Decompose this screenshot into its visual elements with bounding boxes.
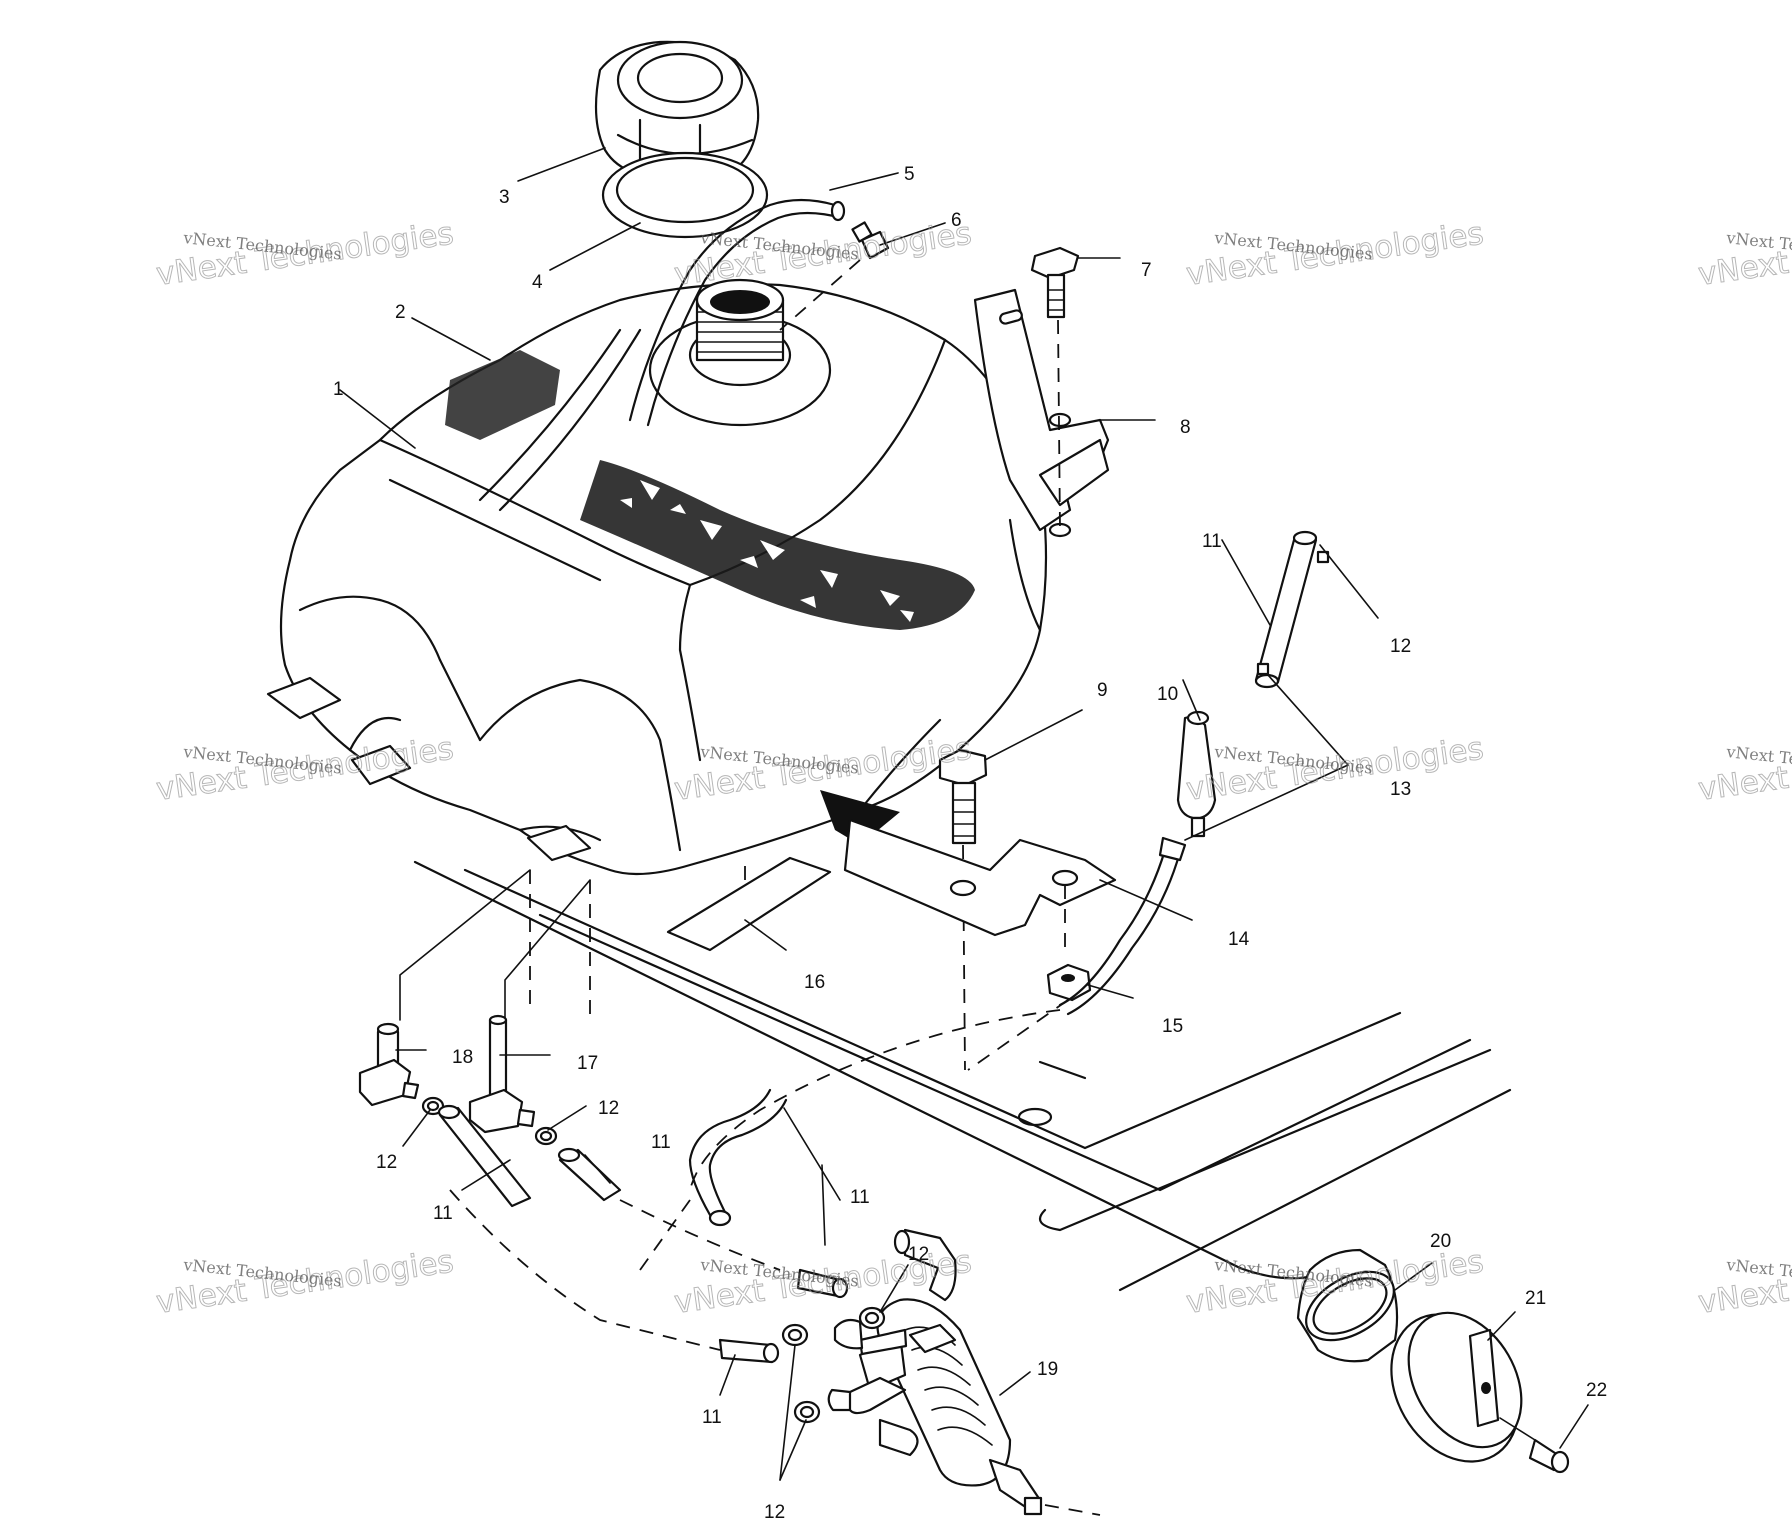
callout-11: 11 [850,1187,870,1208]
callout-7: 7 [1141,260,1152,281]
clamps-valve [781,1306,1101,1516]
fuel-valve [827,1228,1043,1516]
valve-panel-nut [1296,1248,1399,1363]
hose-lower-2 [557,1147,622,1202]
callout-numbers: 1 2 3 4 5 6 7 8 9 10 11 12 13 14 15 16 1… [333,164,1607,1523]
callout-11: 11 [702,1407,722,1428]
callout-6: 6 [951,210,962,231]
callout-2: 2 [395,302,406,323]
watermark-big: vNext Technologies [1696,216,1792,293]
callout-11: 11 [1202,531,1222,552]
callout-3: 3 [499,187,510,208]
callout-11: 11 [433,1203,453,1224]
fuel-line-right [639,836,1187,1271]
hose-upper-right [1254,530,1330,689]
hose-lower-3 [718,1338,780,1364]
callout-10: 10 [1157,684,1178,705]
callout-22: 22 [1586,1380,1607,1401]
tee-fitting-18 [358,1022,420,1107]
watermark-big: vNext Technologies [1696,731,1792,808]
hose-bent [688,1088,788,1227]
lower-bracket [843,818,1117,955]
valve-knob [1390,1311,1523,1463]
pad [666,856,832,952]
callout-4: 4 [532,272,543,293]
fuel-filter [1176,710,1217,838]
callout-9: 9 [1097,680,1108,701]
callout-21: 21 [1525,1288,1546,1309]
callout-16: 16 [804,972,825,993]
leader-lines [339,147,1589,1481]
hose-lower-4 [796,1268,849,1299]
fuel-tank [266,278,1048,876]
watermark-big: vNext Technologies [1696,1244,1792,1321]
callout-8: 8 [1180,417,1191,438]
callout-18: 18 [452,1047,473,1068]
dash-leaders-left [399,869,781,1351]
hose-lower-1 [437,1104,532,1208]
callout-15: 15 [1162,1016,1183,1037]
callout-12: 12 [764,1502,785,1523]
cap-gasket [601,151,769,239]
callout-13: 13 [1390,779,1411,800]
callout-11: 11 [651,1132,671,1153]
tee-fitting-17 [468,1014,536,1134]
callout-5: 5 [904,164,915,185]
callout-17: 17 [577,1053,598,1074]
callout-12: 12 [376,1152,397,1173]
screw-22 [1499,1417,1570,1474]
frame-rails [413,860,1512,1292]
mount-bracket [973,288,1110,538]
callout-14: 14 [1228,929,1250,950]
vent-hose [628,198,846,427]
vent-fitting [779,221,890,331]
bolt-7 [1030,246,1080,531]
callout-19: 19 [1037,1359,1058,1380]
clamps-left [421,1096,558,1146]
callout-12: 12 [598,1098,619,1119]
callout-1: 1 [333,379,344,400]
nut-15 [967,963,1092,1071]
callout-12: 12 [1390,636,1411,657]
fuel-cap [594,40,760,180]
callout-20: 20 [1430,1231,1451,1252]
callout-12: 12 [908,1244,929,1265]
